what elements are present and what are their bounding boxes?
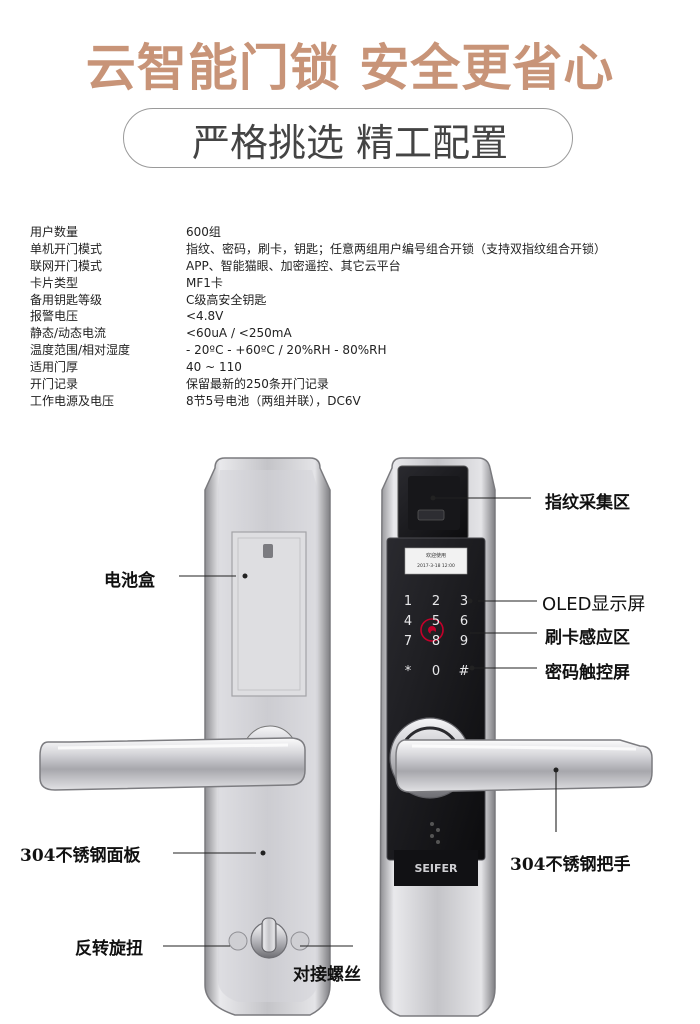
callout-battery-box: 电池盒 [104,571,155,591]
spec-label: 用户数量 [30,225,79,239]
key: 0 [432,664,440,679]
key: 6 [460,614,468,629]
spec-value: 600组 [186,225,221,239]
subline: 严格挑选 精工配置 [191,121,509,165]
screen-line-1: 欢迎使用 [426,552,446,559]
spec-value: C级高安全钥匙 [186,292,267,307]
key: 9 [460,634,468,649]
callout-lines [163,497,557,947]
spec-label: 开门记录 [30,377,79,392]
key: 4 [404,614,412,629]
key: 8 [432,634,440,649]
lock-illustration: 欢迎使用 2017-3-18 12:00 SEIFER 1 2 3 4 5 6 … [39,457,653,1017]
key: 5 [432,614,440,629]
key: 7 [404,634,412,649]
spec-label: 工作电源及电压 [30,393,115,408]
key: 3 [460,594,468,609]
subline-frame [123,108,573,168]
front-handle [389,717,653,799]
callout-fingerprint: 指纹采集区 [545,493,630,513]
key: 2 [432,594,440,609]
spec-label: 静态/动态电流 [30,326,107,341]
spec-value: 指纹、密码，刷卡，钥匙；任意两组用户编号组合开锁（支持双指纹组合开锁） [186,241,607,256]
spec-value: 40 ~ 110 [186,360,242,375]
spec-value: <60uA / <250mA [186,326,292,341]
spec-value: 8节5号电池（两组并联），DC6V [186,393,361,408]
back-handle [39,725,306,791]
callout-touch-keypad: 密码触控屏 [545,663,630,683]
screen-line-2: 2017-3-18 12:00 [417,563,455,569]
callout-handle: 304不锈钢把手 [510,855,631,875]
callout-card-reader: 刷卡感应区 [545,628,630,648]
keypad: 1 2 3 4 5 6 7 8 9 * 0 # [404,594,470,679]
spec-label: 卡片类型 [30,275,79,290]
spec-label: 适用门厚 [30,360,79,375]
callout-panel: 304不锈钢面板 [20,846,141,866]
spec-value: <4.8V [186,309,224,324]
spec-value: MF1卡 [186,275,223,290]
spec-label: 联网开门模式 [30,258,103,273]
spec-label: 报警电压 [30,309,79,324]
headline: 云智能门锁 安全更省心 [85,39,615,97]
key: # [459,664,470,679]
callout-dots [242,495,559,856]
spec-value: APP、智能猫眼、加密遥控、其它云平台 [186,258,401,273]
spec-value: - 20ºC - +60ºC / 20%RH - 80%RH [186,343,387,358]
spec-label: 温度范围/相对湿度 [30,343,131,358]
key: * [405,664,412,679]
callout-thumb-turn: 反转旋扭 [75,939,143,959]
spec-label: 单机开门模式 [30,241,103,256]
callout-screws: 对接螺丝 [293,965,361,985]
spec-value: 保留最新的250条开门记录 [186,377,329,392]
brand-logo: SEIFER [414,862,458,875]
thumb-turn [228,917,310,959]
callout-oled: OLED显示屏 [542,594,646,615]
spec-label: 备用钥匙等级 [30,292,103,307]
key: 1 [404,594,412,609]
